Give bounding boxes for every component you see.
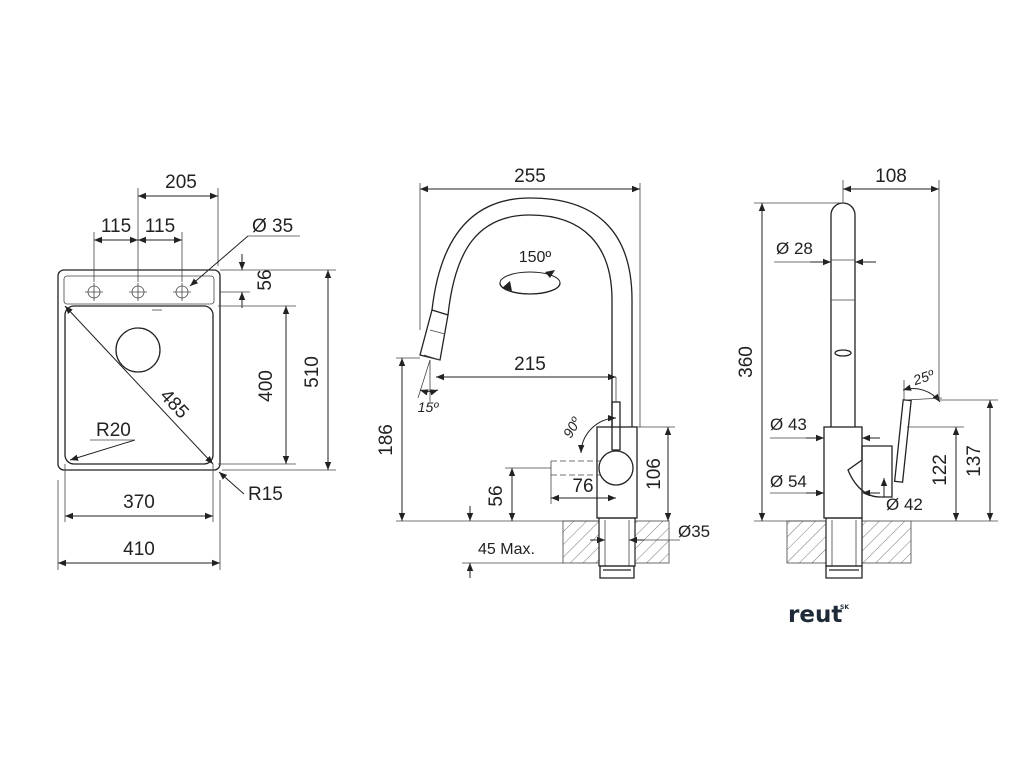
dim-side-height: 360 — [736, 346, 757, 378]
lever-housing-side — [847, 445, 893, 498]
dim-base-diameter: Ø 54 — [770, 472, 807, 491]
dim-spray-angle: 15º — [418, 399, 440, 415]
dim-lever-reach: 76 — [572, 476, 593, 497]
dim-lever-diameter: Ø 42 — [886, 495, 923, 514]
sink-outline — [57, 269, 221, 471]
dim-side-lever-height: 122 — [930, 454, 951, 486]
dim-bowl-depth: 400 — [256, 370, 277, 402]
lever-handle-side — [893, 399, 912, 483]
nut-side — [825, 565, 863, 579]
dim-rotation: 150º — [519, 249, 552, 266]
lever-handle-front — [611, 401, 621, 451]
tap-hole-center — [129, 283, 147, 301]
dim-height-total: 186 — [376, 424, 397, 456]
dim-side-reach: 108 — [875, 166, 907, 187]
dim-hole-offset: 56 — [255, 269, 276, 290]
spray-head — [419, 309, 449, 361]
faucet-side-view: 108 Ø 28 360 25º Ø 43 122 137 — [736, 166, 998, 579]
dim-shank-diameter: Ø35 — [678, 522, 710, 541]
dim-bowl-width: 370 — [123, 492, 155, 513]
dim-reach-spout: 215 — [514, 354, 546, 375]
spout-column-side — [830, 202, 856, 427]
faucet-front-view: 150º 255 215 15º 90º 186 106 56 — [376, 166, 710, 579]
tap-hole-left — [85, 283, 103, 301]
dim-hole-spacing-a: 115 — [101, 216, 131, 237]
reut-logo: reut SK — [788, 602, 849, 628]
dim-sink-205: 205 — [165, 172, 197, 193]
dim-outer-radius: R15 — [248, 484, 283, 505]
dim-overall-width: 410 — [123, 539, 155, 560]
tap-hole-right — [173, 283, 191, 301]
dim-body-diameter: Ø 43 — [770, 415, 807, 434]
faucet-body-front — [596, 426, 638, 519]
dim-hole-diameter: Ø 35 — [252, 216, 293, 237]
lever-knob-front — [598, 450, 634, 486]
sink-view: 205 115 115 Ø 35 56 400 510 485 — [57, 172, 336, 570]
dim-spout-diameter: Ø 28 — [776, 239, 813, 258]
sink-deck — [63, 275, 215, 305]
dim-counter-max: 45 Max. — [478, 541, 535, 558]
drain-circle — [115, 327, 161, 373]
dim-lever-height: 56 — [486, 485, 507, 506]
dim-inner-radius: R20 — [96, 420, 131, 441]
dim-reach-total: 255 — [514, 166, 546, 187]
nut-front — [599, 565, 635, 579]
dim-lever-angle: 90º — [560, 414, 585, 441]
dim-body-height: 106 — [644, 458, 665, 490]
dim-diagonal: 485 — [156, 385, 193, 423]
dim-side-total-height: 137 — [964, 445, 985, 477]
faucet-body-side — [823, 426, 863, 519]
logo-text: reut — [788, 602, 842, 628]
gooseneck-spout — [431, 197, 633, 427]
dim-side-lever-angle: 25º — [910, 366, 936, 388]
dim-hole-spacing-b: 115 — [145, 216, 175, 237]
dim-overall-depth: 510 — [302, 356, 323, 388]
logo-sup: SK — [840, 604, 849, 611]
